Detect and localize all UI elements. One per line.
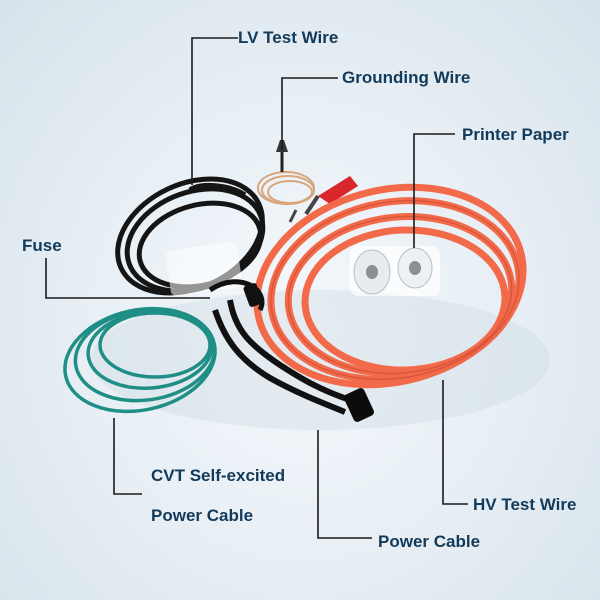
leader-lines	[45, 37, 468, 539]
power-cable	[208, 279, 374, 422]
label-printer-paper: Printer Paper	[462, 125, 569, 144]
label-fuse: Fuse	[22, 236, 62, 255]
label-cvt-line1: CVT Self-excited	[151, 466, 286, 485]
power-plug	[344, 388, 374, 422]
grounding-wire	[257, 140, 358, 223]
label-lv-test-wire: LV Test Wire	[238, 28, 339, 47]
red-clamp	[318, 176, 358, 204]
plastic-bag	[165, 241, 243, 297]
label-cvt-line2: Power Cable	[151, 506, 254, 525]
printer-paper-rolls	[350, 246, 440, 296]
cvt-power-cable	[63, 306, 217, 414]
label-power-cable: Power Cable	[378, 532, 481, 551]
label-grounding-wire: Grounding Wire	[342, 68, 471, 87]
label-hv-test-wire: HV Test Wire	[473, 495, 577, 514]
